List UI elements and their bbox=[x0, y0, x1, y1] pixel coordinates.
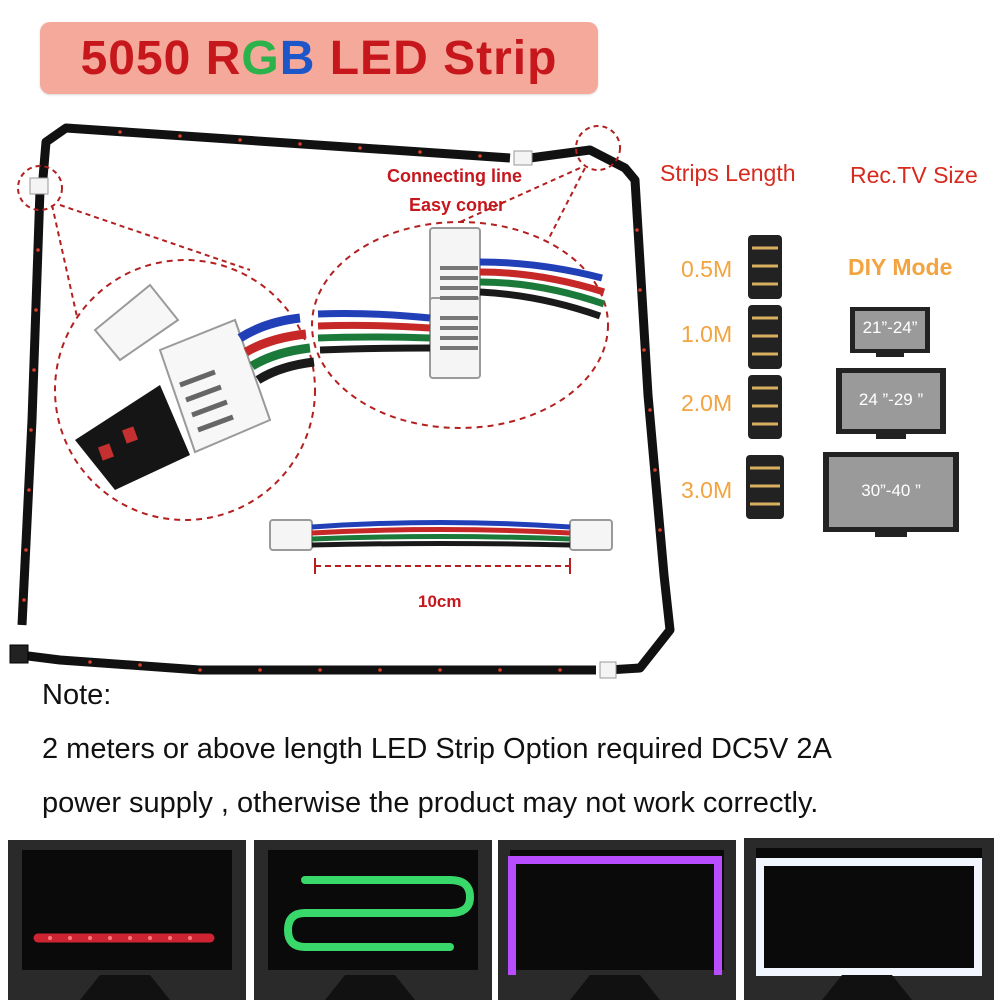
title-text: 5050 RGB LED Strip bbox=[81, 31, 558, 86]
corner-connector-top-left bbox=[29, 177, 49, 195]
length-row-2: 2.0M bbox=[681, 390, 733, 416]
short-cable bbox=[269, 519, 613, 574]
connector-caption-line-1: Connecting line bbox=[387, 166, 522, 186]
title-letter-g: G bbox=[241, 31, 280, 85]
note-line-2: power supply , otherwise the product may… bbox=[42, 787, 819, 819]
title-banner: 5050 RGB LED Strip bbox=[40, 22, 598, 94]
title-part-1: 5050 bbox=[80, 31, 206, 85]
reel-0-5m bbox=[748, 235, 782, 299]
power-plug bbox=[9, 644, 29, 664]
reel-1-0m bbox=[748, 305, 782, 369]
panel-white-frame bbox=[744, 838, 994, 1000]
diy-mode-label: DIY Mode bbox=[848, 254, 953, 280]
tv-icons bbox=[823, 307, 959, 537]
length-row-1: 1.0M bbox=[681, 321, 733, 347]
title-letter-b: B bbox=[279, 31, 316, 85]
left-zoom-callout bbox=[51, 204, 316, 521]
title-letter-r: R bbox=[205, 31, 242, 85]
length-row-0: 0.5M bbox=[681, 256, 733, 282]
note-heading: Note: bbox=[42, 679, 112, 711]
tv-medium-icon bbox=[836, 368, 946, 439]
led-strip-loop bbox=[17, 123, 675, 675]
tv-size-header: Rec.TV Size bbox=[850, 162, 978, 188]
reel-2-0m bbox=[748, 375, 782, 439]
corner-connector-bottom bbox=[599, 661, 617, 679]
right-zoom-callout bbox=[311, 167, 609, 429]
note-line-1: 2 meters or above length LED Strip Optio… bbox=[42, 733, 832, 765]
tv-size-row-3: 30”-40 ” bbox=[861, 481, 921, 500]
cable-length-label: 10cm bbox=[418, 592, 462, 611]
corner-highlight-left bbox=[17, 165, 63, 211]
connector-caption-line-2: Easy coner bbox=[409, 195, 506, 215]
tv-large-icon bbox=[823, 452, 959, 537]
panel-green-zigzag bbox=[254, 840, 492, 1000]
length-row-3: 3.0M bbox=[681, 477, 733, 503]
led-reels bbox=[746, 235, 784, 519]
corner-connector-top bbox=[513, 150, 533, 166]
title-part-2: LED Strip bbox=[315, 31, 558, 85]
strips-length-header: Strips Length bbox=[660, 160, 796, 186]
tv-size-row-1: 21”-24” bbox=[862, 318, 918, 337]
panel-red-underline bbox=[8, 840, 246, 1000]
tv-size-row-2: 24 ”-29 ” bbox=[858, 390, 924, 409]
strip-led-dots bbox=[22, 130, 662, 672]
corner-highlight-right bbox=[575, 125, 621, 171]
reel-3-0m bbox=[746, 455, 784, 519]
panel-purple-frame bbox=[498, 840, 736, 1000]
tv-small-icon bbox=[850, 307, 930, 357]
